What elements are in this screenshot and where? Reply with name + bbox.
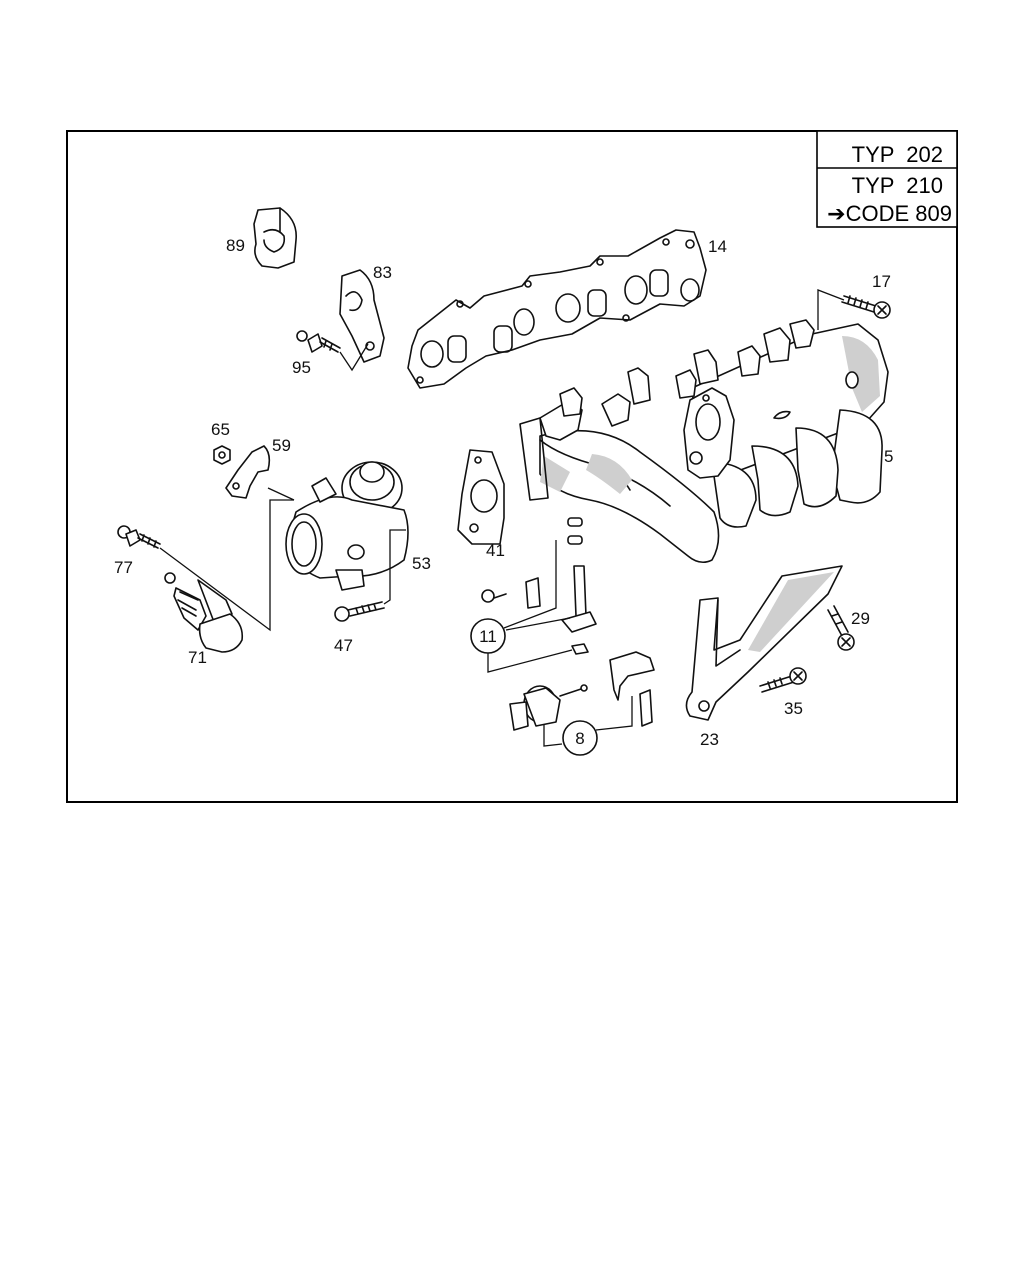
callout-11: 11	[479, 627, 497, 646]
model-code-809: ➔CODE 809	[827, 201, 952, 226]
part-11-group	[470, 517, 597, 673]
callout-71: 71	[188, 648, 207, 667]
callout-53: 53	[412, 554, 431, 573]
callout-95: 95	[292, 358, 311, 377]
callout-5: 5	[884, 447, 893, 466]
callout-17: 17	[872, 272, 891, 291]
callout-labels: 89 83 14 17 95 65 59 5 41 53 77 29 11 47…	[114, 236, 893, 749]
part-95-bolt	[296, 330, 369, 372]
part-14-gasket	[407, 229, 707, 389]
part-59-bracket	[225, 445, 295, 501]
callout-8: 8	[575, 729, 584, 748]
callout-83: 83	[373, 263, 392, 282]
part-77-bolt	[117, 499, 294, 632]
callout-23: 23	[700, 730, 719, 749]
part-89-clamp	[253, 207, 297, 269]
part-23-bracket	[685, 565, 843, 721]
part-8-group	[509, 651, 655, 756]
callout-59: 59	[272, 436, 291, 455]
part-29-bolt	[827, 605, 855, 651]
part-47-bolt	[334, 601, 385, 622]
part-17-bolt	[817, 289, 891, 330]
model-typ-202: TYP 202	[852, 142, 943, 167]
callout-29: 29	[851, 609, 870, 628]
diagram-frame	[66, 130, 958, 803]
callout-89: 89	[226, 236, 245, 255]
part-41-gasket	[457, 449, 505, 545]
part-35-bolt	[759, 667, 807, 693]
callout-14: 14	[708, 237, 727, 256]
part-83-bracket	[339, 269, 385, 363]
callout-47: 47	[334, 636, 353, 655]
part-5-exhaust-manifold	[519, 319, 889, 564]
part-71-pressure-converter	[164, 572, 244, 653]
model-table: TYP 202 TYP 210 ➔CODE 809	[816, 130, 958, 228]
part-53-egr-valve	[285, 461, 409, 605]
callout-35: 35	[784, 699, 803, 718]
model-typ-210: TYP 210	[852, 173, 943, 198]
part-65-nut	[213, 445, 231, 465]
callout-41: 41	[486, 541, 505, 560]
callout-65: 65	[211, 420, 230, 439]
callout-77: 77	[114, 558, 133, 577]
